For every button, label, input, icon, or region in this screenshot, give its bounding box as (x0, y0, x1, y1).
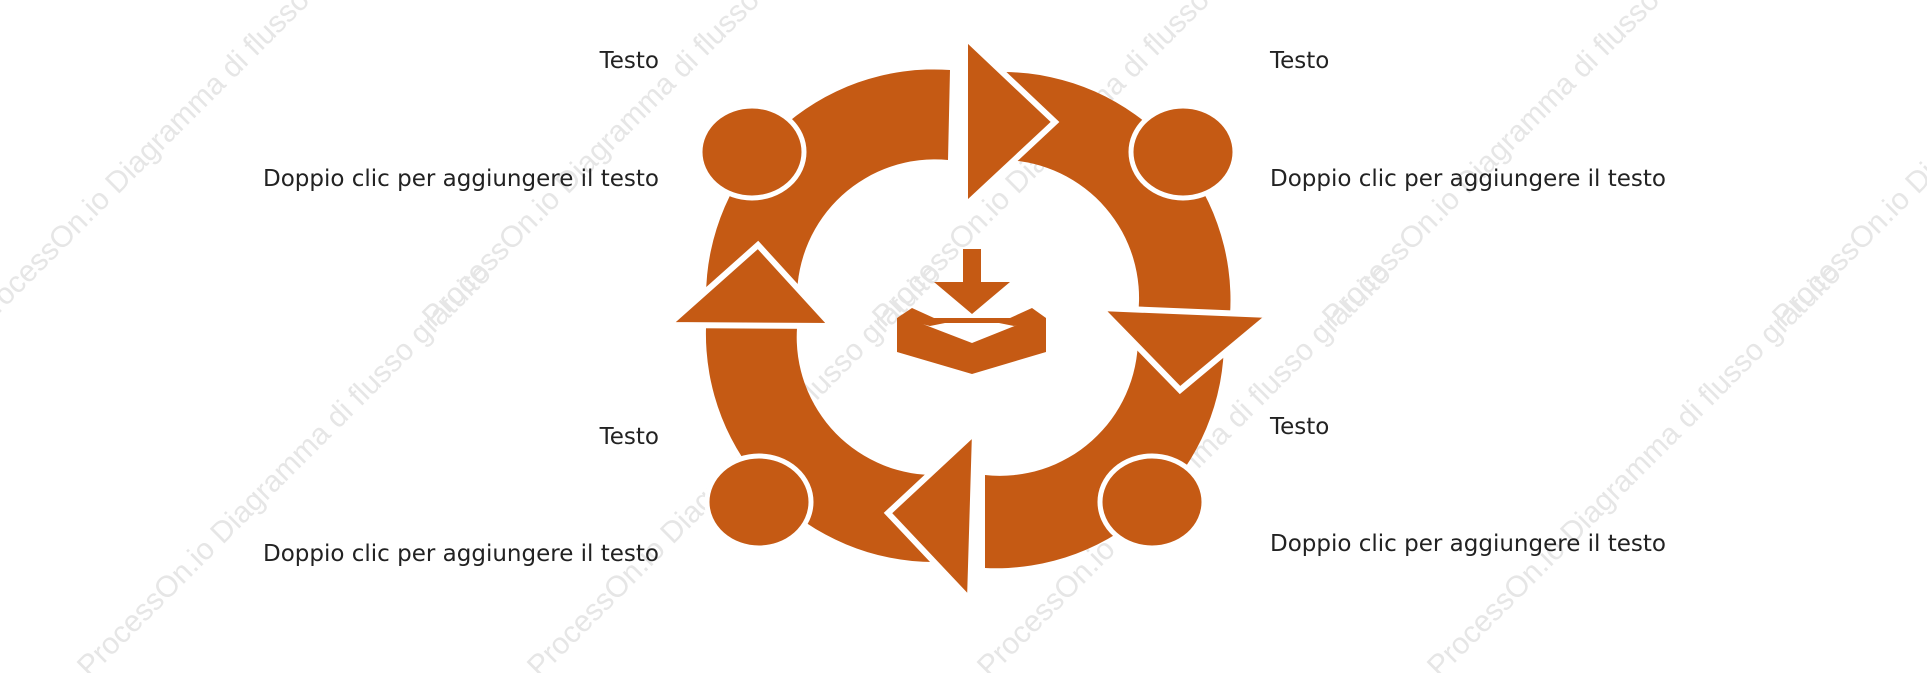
step-1-description: Doppio clic per aggiungere il testo (263, 166, 659, 192)
person-icon (1097, 453, 1207, 551)
step-4-description: Doppio clic per aggiungere il testo (1270, 531, 1666, 557)
ring-segment-bottom-left (705, 328, 940, 563)
cycle-ring (660, 30, 1278, 608)
arrow-head-top (962, 30, 1060, 213)
download-tray-icon (897, 249, 1046, 374)
step-4-title: Testo (1270, 414, 1330, 440)
arrow-head-left (660, 240, 839, 330)
step-3-description: Doppio clic per aggiungere il testo (263, 541, 659, 567)
step-2-title: Testo (1270, 48, 1330, 74)
arrow-head-right (1092, 304, 1278, 395)
person-icon (1128, 103, 1238, 201)
step-3-title: Testo (599, 424, 659, 450)
arrow-head-bottom (883, 424, 979, 608)
step-2-description: Doppio clic per aggiungere il testo (1270, 166, 1666, 192)
ring-segment-top-right (1005, 72, 1231, 315)
ring-segment-top-left (705, 69, 950, 299)
person-icon (704, 453, 814, 551)
person-icon (697, 103, 807, 201)
ring-segment-bottom-right (985, 338, 1225, 569)
step-1-title: Testo (599, 48, 659, 74)
